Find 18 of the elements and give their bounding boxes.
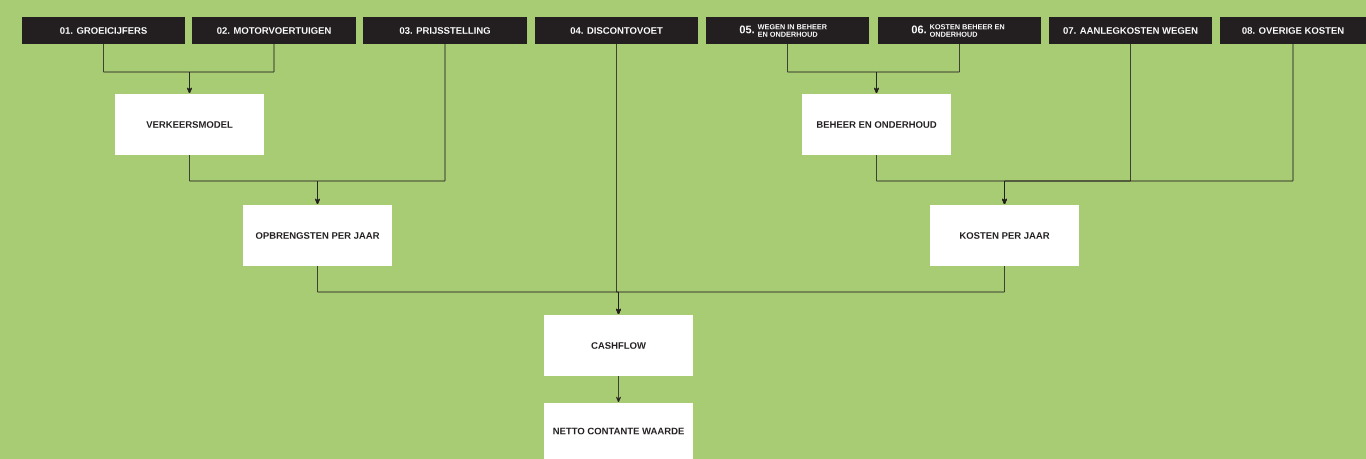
process-box: VERKEERSMODEL <box>115 94 264 155</box>
process-box: BEHEER EN ONDERHOUD <box>802 94 951 155</box>
label-bar: 03. PRIJSSTELLING <box>363 17 527 44</box>
connector-arrow <box>187 43 275 94</box>
process-box: OPBRENGSTEN PER JAAR <box>243 205 392 266</box>
label-bar: 07. AANLEGKOSTEN WEGEN <box>1049 17 1212 44</box>
label-bar: 02. MOTORVOERTUIGEN <box>192 17 356 44</box>
label-bar: 01. GROEICIJFERS <box>22 17 185 44</box>
process-box: CASHFLOW <box>544 315 693 376</box>
label-bar: 08. OVERIGE KOSTEN <box>1220 17 1366 44</box>
connector-arrow <box>616 375 621 403</box>
connector-arrow <box>1002 43 1294 205</box>
process-box: NETTO CONTANTE WAARDE <box>544 403 693 459</box>
process-box: KOSTEN PER JAAR <box>930 205 1079 266</box>
connector-arrow <box>315 43 446 205</box>
connector-arrow <box>874 43 960 94</box>
label-bar: 04. DISCONTOVOET <box>535 17 698 44</box>
connector-arrow <box>616 43 621 315</box>
